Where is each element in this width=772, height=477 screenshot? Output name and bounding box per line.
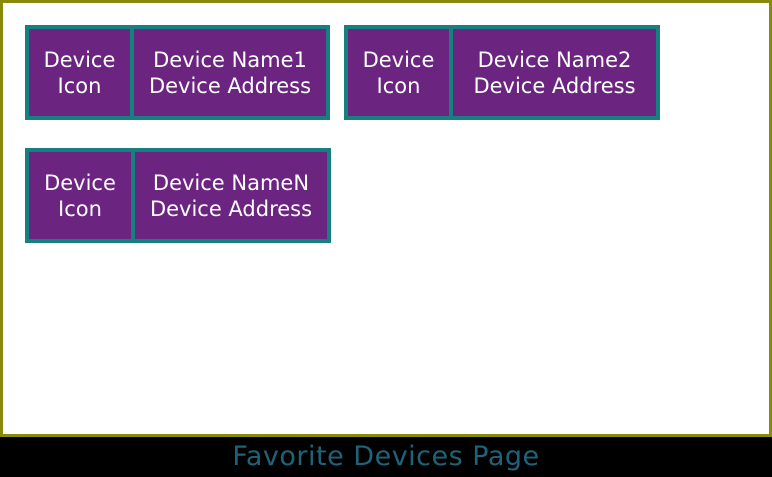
page-caption-bar: Favorite Devices Page bbox=[0, 437, 772, 477]
card-divider bbox=[449, 29, 453, 116]
device-name: Device Name1 bbox=[153, 47, 307, 72]
device-icon-label-line2: Icon bbox=[58, 196, 102, 221]
device-icon-placeholder: Device Icon bbox=[29, 29, 130, 116]
device-info: Device Name1 Device Address bbox=[134, 29, 326, 116]
device-info: Device NameN Device Address bbox=[135, 152, 327, 239]
card-divider bbox=[131, 152, 135, 239]
device-icon-label-line1: Device bbox=[43, 47, 116, 72]
device-card[interactable]: Device Icon Device Name2 Device Address bbox=[344, 25, 660, 120]
device-name: Device Name2 bbox=[477, 47, 632, 72]
device-icon-placeholder: Device Icon bbox=[29, 152, 131, 239]
device-info: Device Name2 Device Address bbox=[453, 29, 656, 116]
device-icon-label-line2: Icon bbox=[57, 73, 102, 98]
device-name: Device NameN bbox=[152, 170, 310, 195]
favorite-devices-panel: Device Icon Device Name1 Device Address … bbox=[0, 0, 772, 437]
device-icon-placeholder: Device Icon bbox=[348, 29, 449, 116]
device-icon-label-line1: Device bbox=[362, 47, 435, 72]
device-icon-label-line1: Device bbox=[44, 170, 116, 195]
device-address: Device Address bbox=[473, 73, 636, 98]
card-divider bbox=[130, 29, 134, 116]
device-card[interactable]: Device Icon Device NameN Device Address bbox=[25, 148, 331, 243]
device-card[interactable]: Device Icon Device Name1 Device Address bbox=[25, 25, 330, 120]
page-title: Favorite Devices Page bbox=[232, 441, 540, 472]
device-address: Device Address bbox=[148, 73, 312, 98]
device-icon-label-line2: Icon bbox=[376, 73, 421, 98]
device-address: Device Address bbox=[149, 196, 313, 221]
